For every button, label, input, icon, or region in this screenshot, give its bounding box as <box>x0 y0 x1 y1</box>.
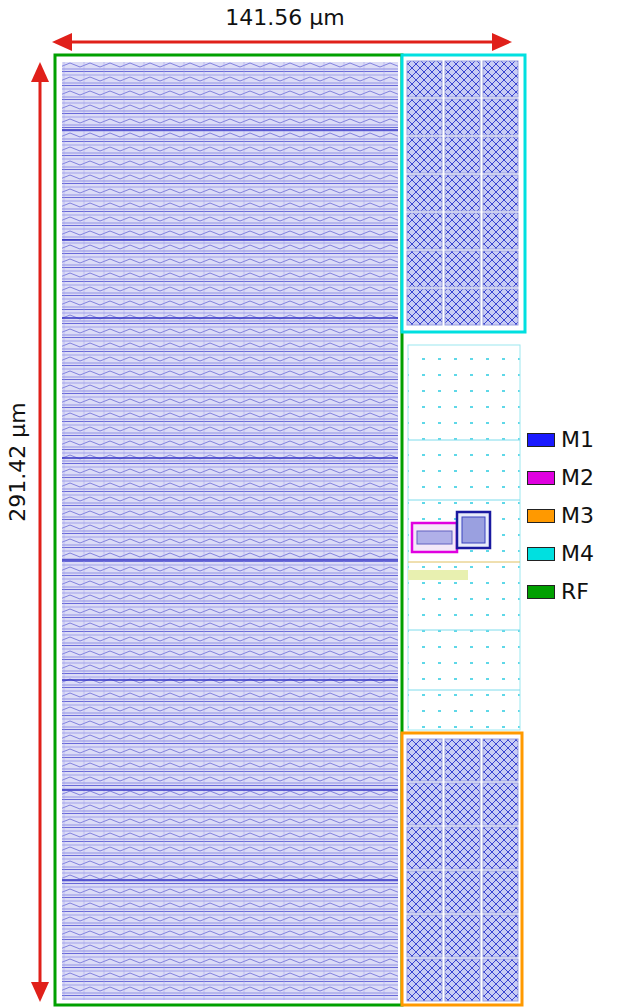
capacitor-cell <box>483 289 518 325</box>
legend-label: M4 <box>561 542 594 566</box>
capacitor-cell <box>407 99 442 135</box>
capacitor-cell <box>407 871 442 913</box>
legend-label: RF <box>561 580 589 604</box>
width-dimension: 141.56 µm <box>225 6 344 30</box>
capacitor-cell <box>407 213 442 249</box>
capacitor-cell <box>445 915 480 957</box>
capacitor-cell <box>445 137 480 173</box>
legend-swatch <box>527 509 555 523</box>
capacitor-cell <box>407 783 442 825</box>
capacitor-cell <box>407 959 442 1001</box>
capacitor-cell <box>445 739 480 781</box>
capacitor-cell <box>445 289 480 325</box>
capacitor-cell <box>483 175 518 211</box>
capacitor-cell <box>407 289 442 325</box>
capacitor-cell <box>483 871 518 913</box>
height-dimension: 291.42 µm <box>6 402 30 521</box>
legend-label: M1 <box>561 428 594 452</box>
legend-swatch <box>527 471 555 485</box>
capacitor-cell <box>407 137 442 173</box>
capacitor-cell <box>407 61 442 97</box>
capacitor-cell <box>483 137 518 173</box>
legend-swatch <box>527 433 555 447</box>
capacitor-cell <box>483 783 518 825</box>
capacitor-cell <box>445 783 480 825</box>
capacitor-cell <box>407 739 442 781</box>
legend-swatch <box>527 585 555 599</box>
capacitor-cell <box>445 61 480 97</box>
capacitor-cell <box>407 827 442 869</box>
capacitor-cell <box>407 251 442 287</box>
legend-swatch <box>527 547 555 561</box>
capacitor-cell <box>483 99 518 135</box>
capacitor-cell <box>407 175 442 211</box>
capacitor-cell <box>445 213 480 249</box>
capacitor-cell <box>483 959 518 1001</box>
capacitor-cell <box>483 915 518 957</box>
capacitor-cell <box>445 175 480 211</box>
legend-label: M2 <box>561 466 594 490</box>
capacitor-cell <box>483 827 518 869</box>
capacitor-cell <box>445 99 480 135</box>
capacitor-cell <box>483 251 518 287</box>
legend-label: M3 <box>561 504 594 528</box>
capacitor-cell <box>483 61 518 97</box>
capacitor-cell <box>445 871 480 913</box>
capacitor-cell <box>483 213 518 249</box>
capacitor-cell <box>407 915 442 957</box>
capacitor-cell <box>445 827 480 869</box>
capacitor-cell <box>445 959 480 1001</box>
capacitor-cell <box>445 251 480 287</box>
capacitor-cell <box>483 739 518 781</box>
